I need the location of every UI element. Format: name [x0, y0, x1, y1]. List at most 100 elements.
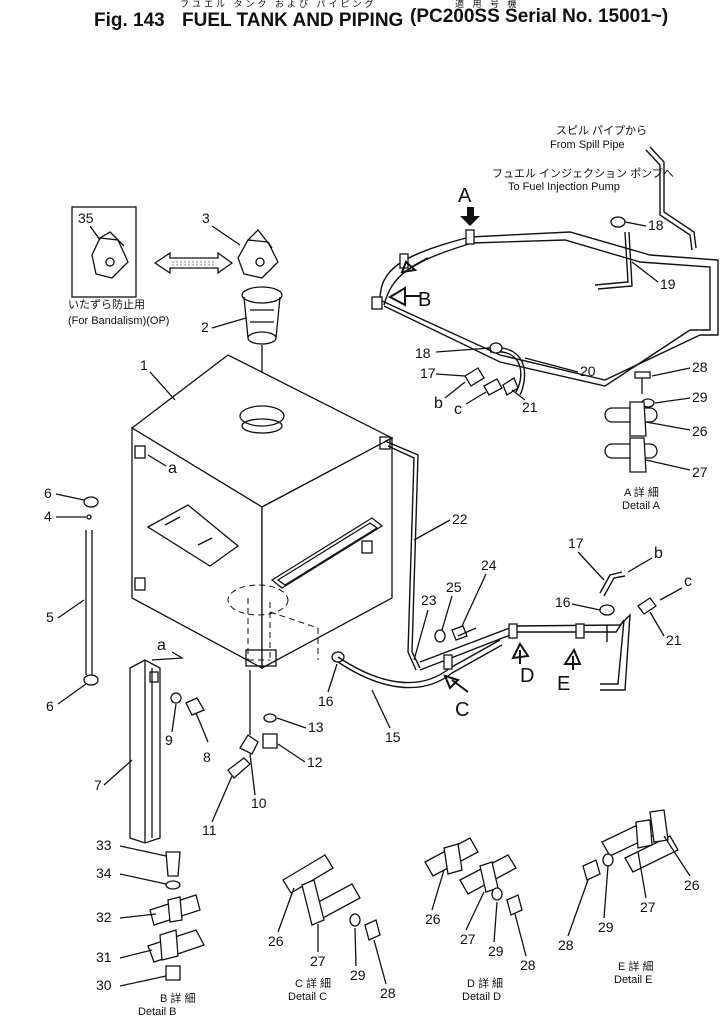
part-20: 20 — [580, 363, 596, 379]
part-callouts: 35 3 2 1 6 4 5 6 7 9 8 10 11 12 13 16 15… — [44, 210, 708, 1001]
part-28-c: 28 — [380, 985, 396, 1001]
drain-valve — [227, 670, 259, 779]
part-30: 30 — [96, 977, 112, 993]
part-27-c: 27 — [310, 953, 326, 969]
part-28-a: 28 — [692, 359, 708, 375]
part-5: 5 — [46, 609, 54, 625]
part-8: 8 — [203, 749, 211, 765]
detail-e-japanese: E 詳 細 — [618, 959, 653, 973]
fuel-cap — [237, 229, 279, 279]
part-29-c: 29 — [350, 967, 366, 983]
part-13: 13 — [308, 719, 324, 735]
title-japanese: フユエル タンク および パイピング — [180, 0, 377, 9]
detail-a: A 詳 細 Detail A — [604, 371, 661, 512]
vandal-note-japanese: いたずら防止用 — [68, 297, 145, 311]
view-letter-d: D — [520, 665, 534, 687]
ref-a-bracket: a — [157, 637, 166, 654]
part-26-e: 26 — [684, 877, 700, 893]
detail-d: D 詳 細 Detail D — [424, 837, 523, 1003]
detail-c: C 詳 細 Detail C — [282, 854, 381, 1003]
part-18-right: 18 — [648, 217, 664, 233]
ref-c-elbow: c — [684, 573, 692, 590]
part-22: 22 — [452, 511, 468, 527]
part-6-bottom: 6 — [46, 698, 54, 714]
detail-b: B 詳 細 Detail B — [138, 851, 205, 1017]
detail-e: E 詳 細 Detail E — [582, 809, 679, 986]
part-9: 9 — [165, 732, 173, 748]
bracket — [129, 659, 161, 844]
ref-c-fitting: c — [454, 401, 462, 418]
vandal-note: (For Bandalism)(OP) — [68, 315, 169, 327]
serial-range: (PC200SS Serial No. 15001~) — [410, 6, 669, 27]
bolt-12 — [262, 713, 278, 749]
part-34: 34 — [96, 865, 112, 881]
injection-pump-note-japanese: フュエル インジェクション ポンプへ — [492, 167, 674, 180]
view-arrows — [387, 207, 582, 693]
part-29-d: 29 — [488, 943, 504, 959]
part-26-c: 26 — [268, 933, 284, 949]
view-letter-e: E — [557, 673, 570, 695]
part-27-d: 27 — [460, 931, 476, 947]
figure-title: FUEL TANK AND PIPING — [182, 10, 404, 31]
ref-b-elbow: b — [654, 545, 663, 562]
strainer — [241, 286, 283, 402]
part-4: 4 — [44, 508, 52, 524]
part-11: 11 — [202, 822, 217, 838]
ref-b-fitting: b — [434, 395, 443, 412]
detail-d-japanese: D 詳 細 — [467, 976, 503, 990]
part-17-left: 17 — [420, 365, 436, 381]
detail-b-caption: Detail B — [138, 1006, 177, 1017]
part-17-right: 17 — [568, 535, 584, 551]
spill-pipe-note: From Spill Pipe — [550, 139, 625, 151]
part-33: 33 — [96, 837, 112, 853]
part-16-right: 16 — [555, 594, 571, 610]
part-19: 19 — [660, 276, 676, 292]
fuel-tank — [130, 354, 394, 670]
part-12: 12 — [307, 754, 323, 770]
bolt-8 — [170, 692, 209, 743]
part-25: 25 — [446, 579, 462, 595]
part-29-e: 29 — [598, 919, 614, 935]
part-26-d: 26 — [425, 911, 441, 927]
view-letter-b: B — [418, 289, 431, 311]
serial-japanese: 適 用 号 機 — [455, 0, 520, 9]
detail-a-japanese: A 詳 細 — [624, 485, 659, 499]
part-35: 35 — [78, 210, 94, 226]
detail-c-caption: Detail C — [288, 991, 327, 1003]
view-letter-a: A — [458, 185, 472, 207]
part-27-a: 27 — [692, 464, 708, 480]
part-28-e: 28 — [558, 937, 574, 953]
part-32: 32 — [96, 909, 112, 925]
part-2: 2 — [201, 319, 209, 335]
part-16-tank: 16 — [318, 693, 334, 709]
vandal-cap-inset: いたずら防止用 (For Bandalism)(OP) — [68, 206, 169, 327]
spill-pipe-note-japanese: スピル パイプから — [556, 124, 647, 137]
part-1: 1 — [140, 357, 148, 373]
part-3: 3 — [202, 210, 210, 226]
detail-e-caption: Detail E — [614, 974, 653, 986]
pipes — [337, 146, 719, 691]
part-23: 23 — [421, 592, 437, 608]
detail-a-caption: Detail A — [622, 500, 661, 512]
part-6-top: 6 — [44, 485, 52, 501]
ref-a-tank: a — [168, 460, 177, 477]
part-31: 31 — [96, 949, 112, 965]
gauge-rod — [83, 496, 99, 686]
detail-c-japanese: C 詳 細 — [295, 976, 331, 990]
part-7: 7 — [94, 777, 102, 793]
part-28-d: 28 — [520, 957, 536, 973]
part-10: 10 — [251, 795, 267, 811]
part-24: 24 — [481, 557, 497, 573]
part-26-a: 26 — [692, 423, 708, 439]
detail-d-caption: Detail D — [462, 991, 501, 1003]
detail-b-japanese: B 詳 細 — [160, 991, 195, 1005]
part-21-top: 21 — [522, 399, 538, 415]
part-21-right: 21 — [666, 632, 682, 648]
part-29-a: 29 — [692, 389, 708, 405]
view-letter-c: C — [455, 699, 469, 721]
part-27-e: 27 — [640, 899, 656, 915]
interchange-arrow — [153, 251, 234, 275]
injection-pump-note: To Fuel Injection Pump — [508, 181, 620, 193]
part-15: 15 — [385, 729, 401, 745]
